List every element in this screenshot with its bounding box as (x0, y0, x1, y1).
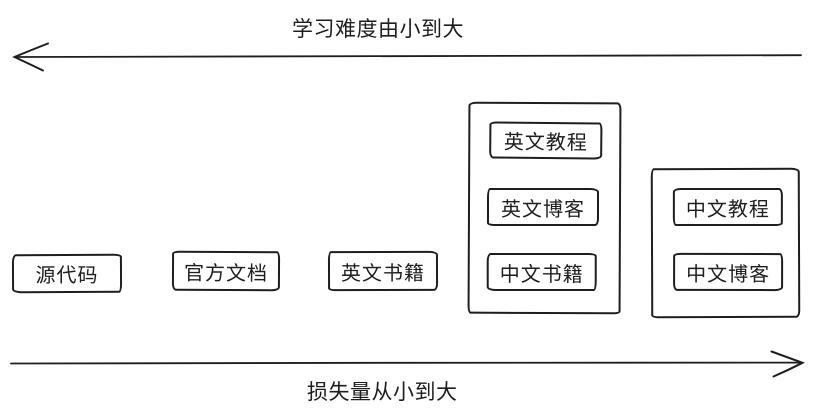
node-official-docs: 官方文档 (171, 250, 281, 292)
node-chinese-books: 中文书籍 (486, 252, 597, 291)
node-english-books: 英文书籍 (327, 250, 439, 292)
node-english-tutorials: 英文教程 (489, 121, 603, 160)
group-english-resources: 英文教程 英文博客 中文书籍 (467, 101, 622, 315)
group-chinese-resources: 中文教程 中文博客 (650, 167, 801, 319)
difficulty-arrow-shaft (15, 54, 802, 58)
node-english-blogs: 英文博客 (486, 187, 600, 227)
loss-axis-label: 损失量从小到大 (307, 380, 458, 404)
node-chinese-blogs: 中文博客 (673, 252, 784, 292)
difficulty-arrow-head (12, 42, 49, 72)
node-source-code: 源代码 (11, 253, 123, 294)
loss-arrow-head (770, 350, 805, 378)
loss-arrow-shaft (10, 361, 800, 365)
node-chinese-tutorials: 中文教程 (672, 187, 783, 227)
difficulty-axis-label: 学习难度由小到大 (292, 17, 464, 41)
